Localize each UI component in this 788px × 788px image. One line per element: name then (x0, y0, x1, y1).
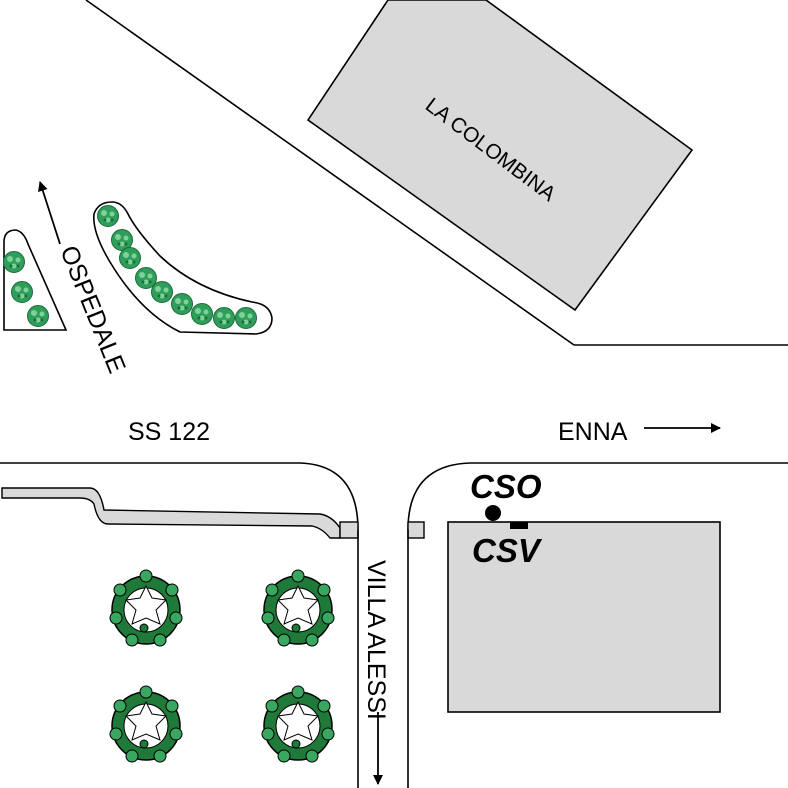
shrub-icon (119, 247, 141, 269)
sidewalk-curb-right (407, 521, 425, 539)
sidewalk-curb-left (339, 521, 359, 539)
main-road-edge-right (407, 462, 788, 531)
tree-icon (261, 569, 335, 647)
shrub-icon (97, 205, 119, 227)
traffic-island-curved (93, 201, 273, 335)
csv-label: CSV (472, 532, 543, 569)
side-road-label: VILLA ALESSI (362, 560, 390, 720)
tree-icon (109, 569, 183, 647)
cso-label: CSO (470, 468, 542, 505)
diagonal-road-edge (85, 0, 575, 346)
tree-icon (109, 685, 183, 763)
building-right (447, 521, 721, 713)
filled-circle-icon (485, 505, 501, 521)
shrub-icon (11, 281, 33, 303)
building-la-colombina (306, 0, 694, 312)
shrub-icon (151, 281, 173, 303)
shrub-icon (171, 293, 193, 315)
main-road-edge-left (0, 462, 359, 531)
highway-label: SS 122 (128, 418, 210, 446)
shrub-icon (27, 305, 49, 327)
sidewalk-strip (1, 487, 341, 539)
shrub-icon (191, 303, 213, 325)
shrub-icon (235, 307, 257, 329)
shrub-icon (213, 307, 235, 329)
city-label: ENNA (558, 418, 628, 446)
arrow-up-left-icon (38, 181, 61, 245)
shrub-icon (3, 251, 25, 273)
tree-icon (261, 685, 335, 763)
filled-rectangle-icon (510, 522, 528, 529)
